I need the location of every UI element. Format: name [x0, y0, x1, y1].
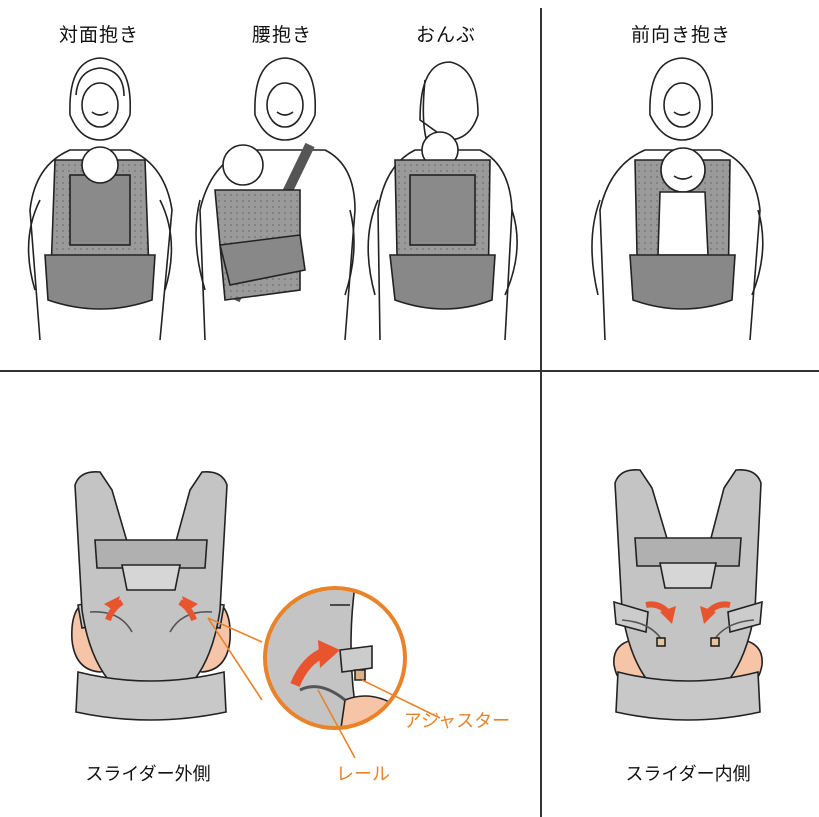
illustration-face-to-face	[27, 57, 173, 341]
illustration-forward-facing	[591, 57, 764, 341]
carrier-slider-inside	[613, 468, 763, 721]
vertical-divider	[540, 8, 542, 817]
adjuster-callout-line	[361, 679, 441, 719]
horizontal-divider	[0, 370, 819, 372]
label-rail: レール	[336, 764, 390, 785]
carrier-slider-outside	[71, 470, 231, 721]
zoom-detail	[263, 586, 407, 730]
label-forward-facing: 前向き抱き	[630, 24, 732, 46]
label-face-to-face: 対面抱き	[58, 24, 140, 46]
zoom-connector	[207, 617, 263, 643]
label-slider-outside: スライダー外側	[85, 764, 211, 785]
illustration-back-carry	[367, 61, 518, 341]
zoom-connector	[207, 617, 263, 701]
label-slider-inside: スライダー内側	[625, 764, 751, 785]
illustration-hip-carry	[195, 57, 356, 341]
rail-callout-line	[317, 689, 356, 759]
label-back-carry: おんぶ	[415, 24, 477, 46]
label-hip-carry: 腰抱き	[251, 24, 313, 46]
label-adjuster: アジャスター	[403, 711, 511, 732]
